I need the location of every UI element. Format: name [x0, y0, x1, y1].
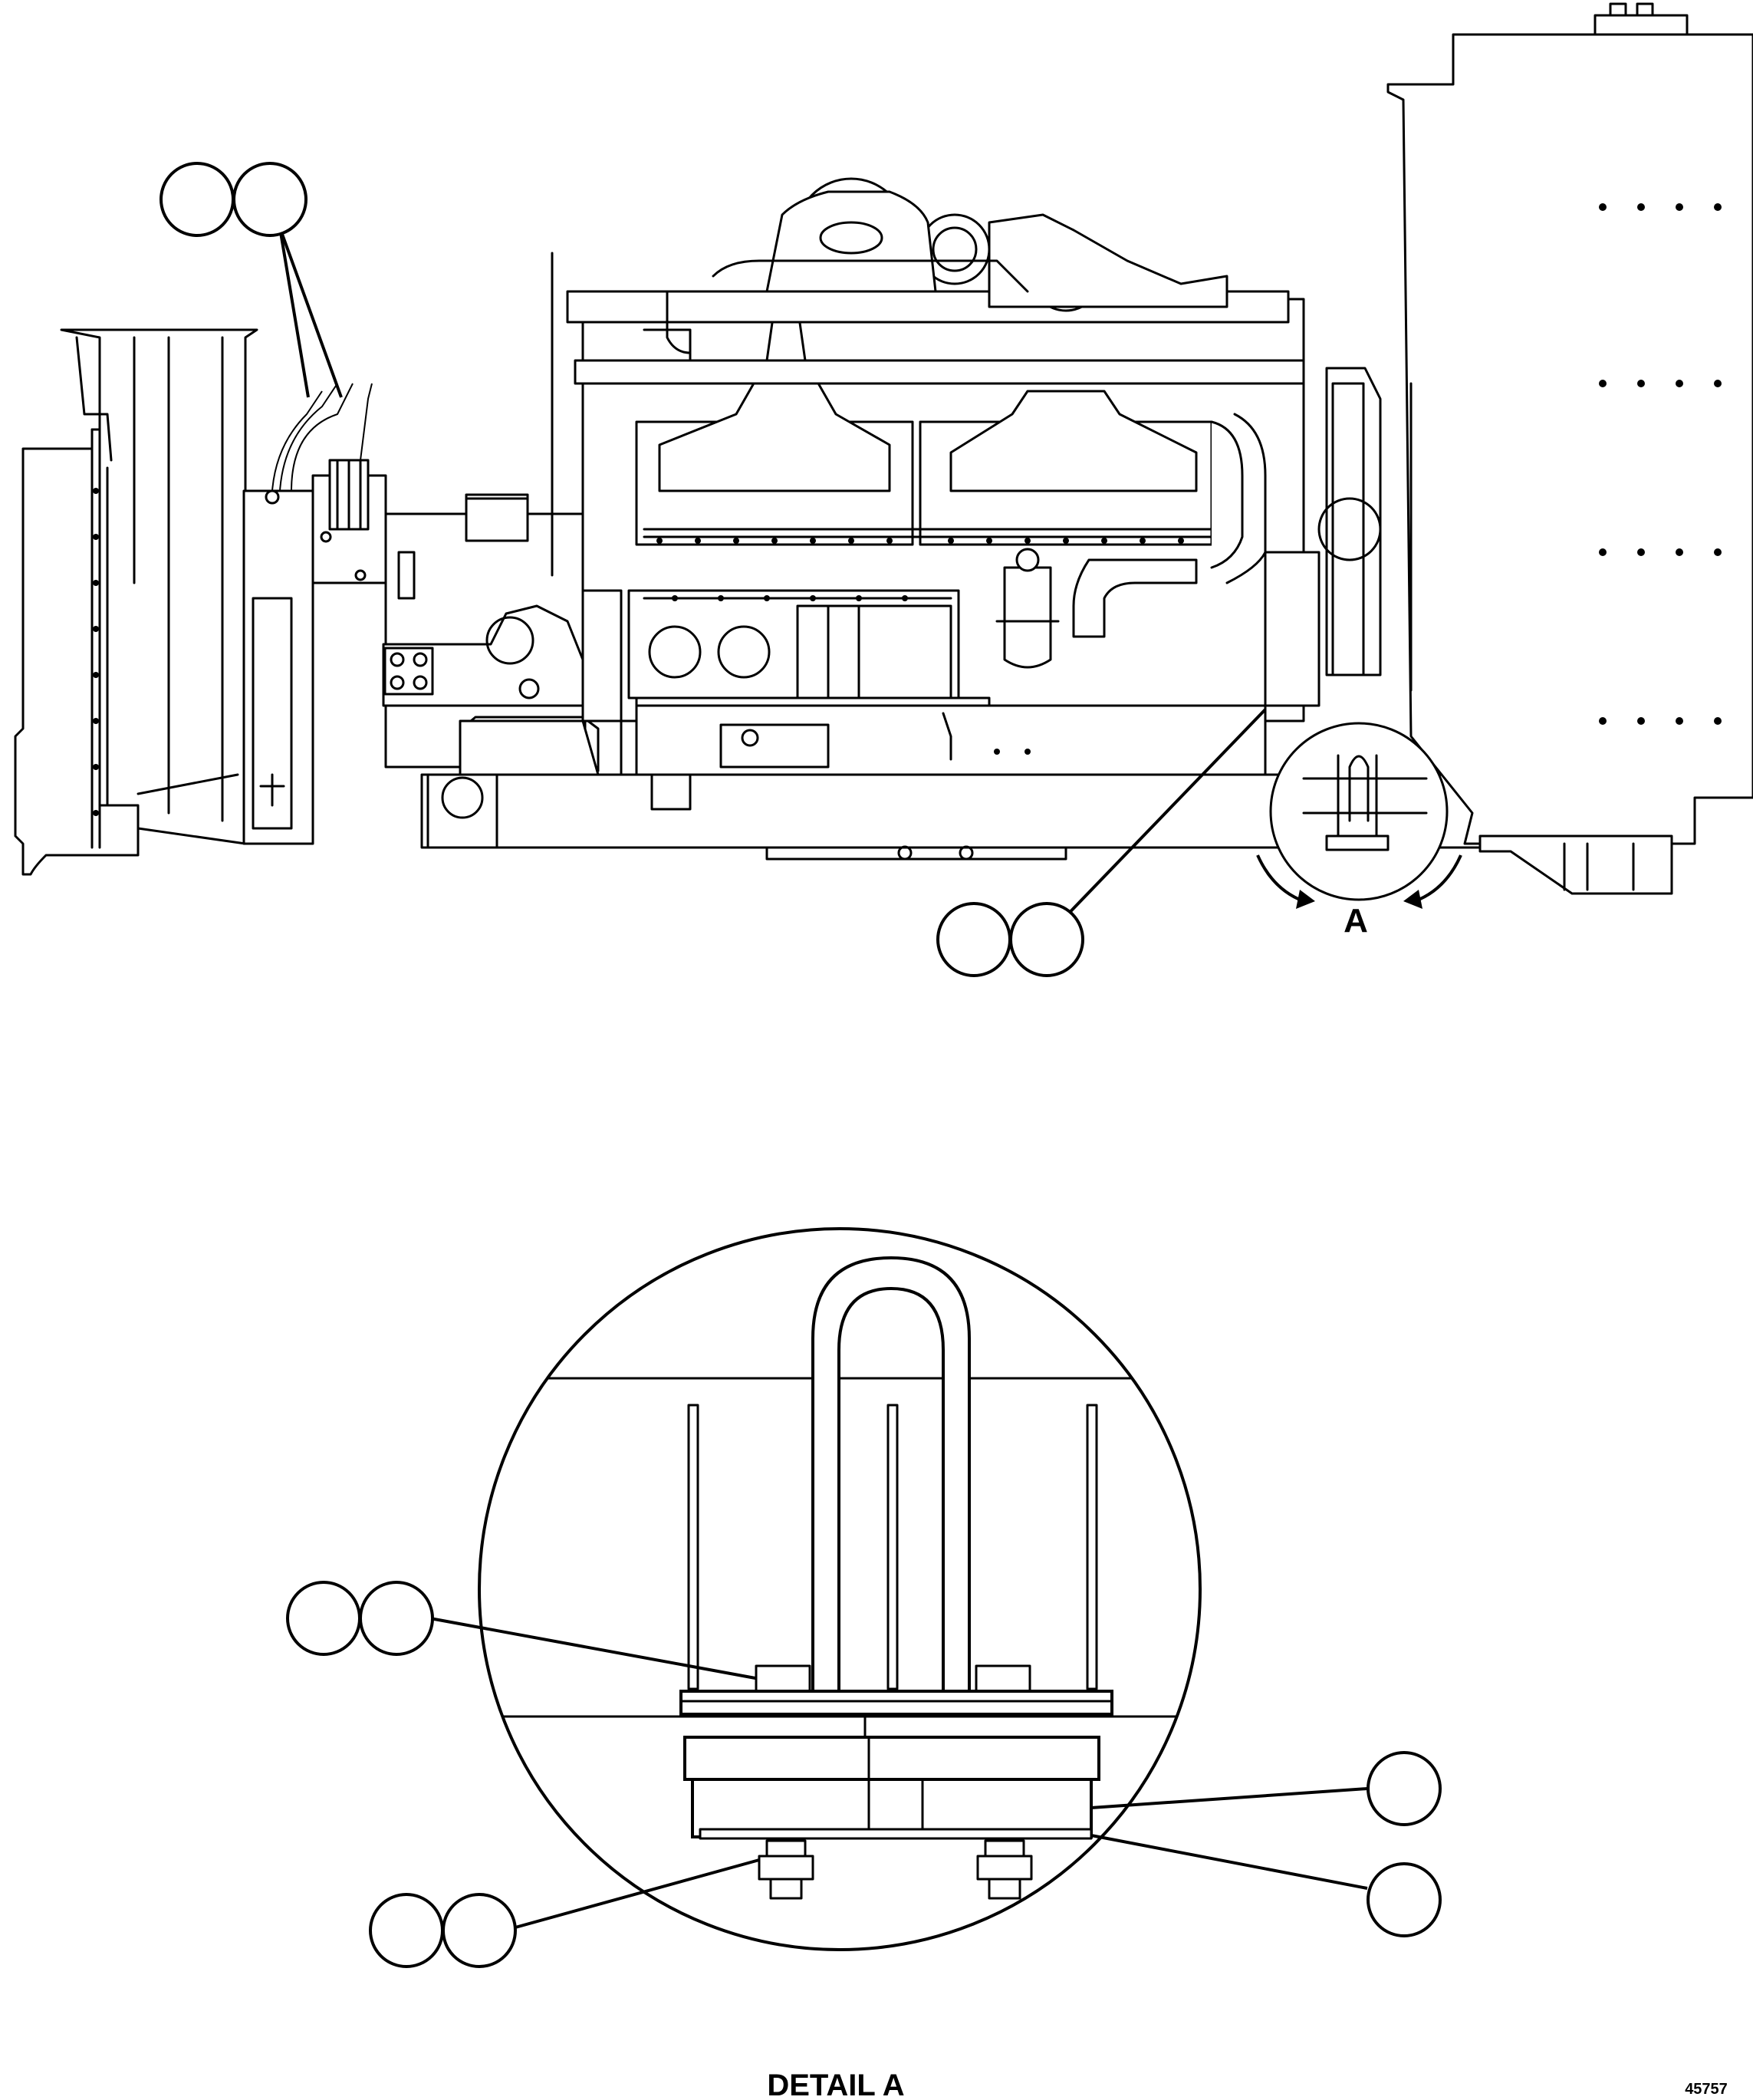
radiator-mount-frame: [242, 459, 387, 845]
callout-detail-bottom-nut: [369, 1858, 760, 1968]
valve-covers: [635, 305, 1213, 546]
cooling-enclosure: [1386, 2, 1753, 895]
radiator-core: [60, 328, 258, 845]
detail-a-view: [478, 1227, 1202, 1951]
wiring-harness: [271, 383, 373, 492]
callout-top-left: [160, 162, 343, 398]
drawing-number: 45757: [1685, 2081, 1728, 2098]
oil-filter: [995, 548, 1060, 669]
callout-detail-top-nut: [286, 1581, 756, 1680]
callout-detail-isolator: [1090, 1751, 1442, 1826]
callout-detail-base-plate: [1090, 1834, 1442, 1937]
oil-pan: [635, 704, 1267, 776]
detail-a-reference-circle: [1269, 722, 1449, 901]
detail-a-marker: A: [1344, 902, 1368, 940]
view-direction-arrows: [1256, 854, 1462, 909]
engine-mount-left: [382, 604, 623, 772]
front-pulley: [1072, 367, 1382, 707]
detail-a-title: DETAIL A: [767, 2069, 904, 2100]
turbocharger-assembly: [551, 177, 1305, 577]
callout-mount: [936, 708, 1267, 977]
